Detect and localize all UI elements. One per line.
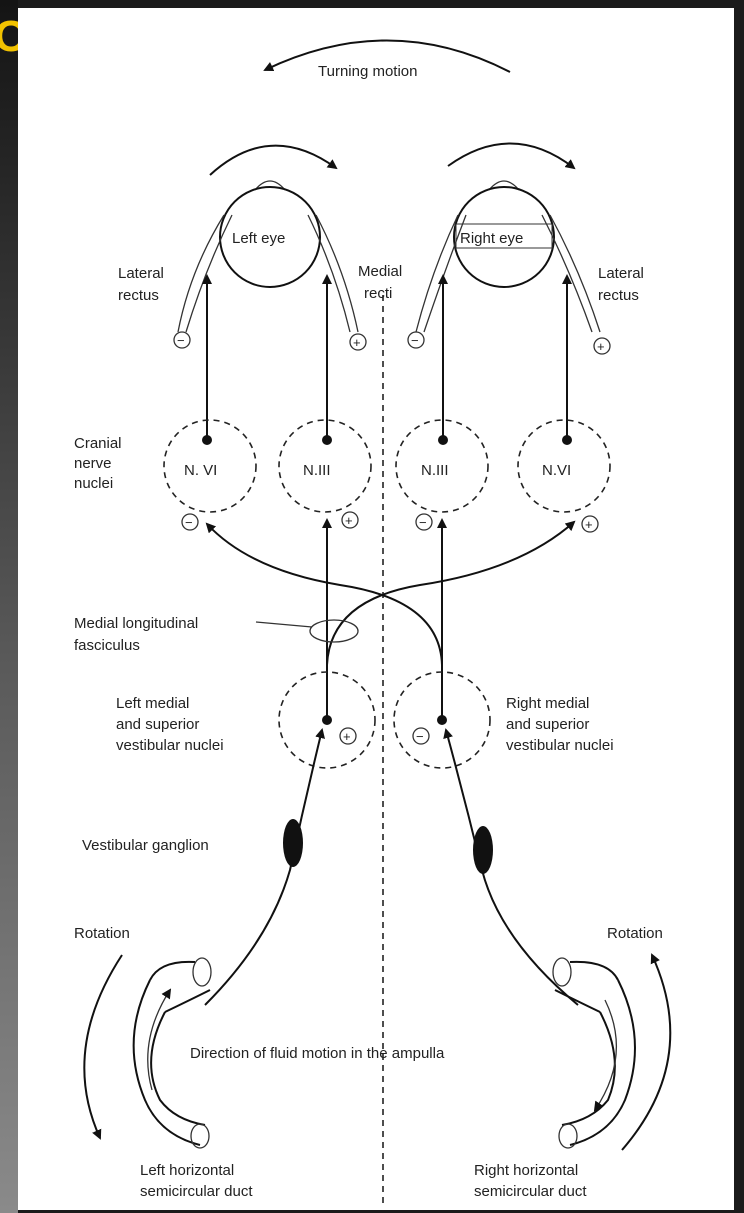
nucleus-signs: − + − + — [182, 512, 598, 532]
rotation-left-arrow — [84, 955, 122, 1138]
medial-recti-label: Medial recti — [358, 263, 406, 302]
left-edge-strip — [0, 0, 18, 1213]
right-eye-rotation-arrow — [448, 143, 574, 168]
nucleus-n-vi-left-label: N. VI — [184, 462, 217, 479]
left-eye-label: Left eye — [232, 230, 285, 247]
right-semicircular-duct — [553, 958, 635, 1148]
svg-text:−: − — [177, 333, 185, 348]
nucleus-n-iii-right-label: N.III — [421, 462, 449, 479]
right-vestibular-sign-text: − — [416, 729, 424, 744]
right-eye-label: Right eye — [460, 230, 523, 247]
left-eye — [178, 181, 358, 332]
svg-text:+: + — [353, 335, 361, 350]
rotation-right-label: Rotation — [607, 925, 663, 942]
svg-text:+: + — [585, 517, 593, 532]
svg-text:+: + — [597, 339, 605, 354]
right-vestibular-nuclei-label: Right medial and superior vestibular nuc… — [506, 695, 614, 754]
svg-text:−: − — [419, 515, 427, 530]
vestibulo-ocular-diagram: Turning motion Left eye Right eye Latera… — [18, 8, 734, 1210]
corner-logo-glyph: O — [0, 14, 18, 60]
fluid-motion-label: Direction of fluid motion in the ampulla — [190, 1045, 445, 1062]
left-eye-rotation-arrow — [210, 146, 336, 175]
cranial-nerve-nuclei-label: Cranial nerve nuclei — [74, 435, 126, 492]
vestibular-ganglion-label: Vestibular ganglion — [82, 837, 209, 854]
left-duct-label: Left horizontal semicircular duct — [140, 1162, 253, 1200]
right-vestibular-node — [437, 715, 447, 725]
mlf-label: Medial longitudinal fasciculus — [74, 615, 202, 654]
left-vestibular-sign-text: + — [343, 729, 351, 744]
mlf-ellipse — [310, 620, 358, 642]
diagram-panel: Turning motion Left eye Right eye Latera… — [18, 8, 734, 1210]
rotation-right-arrow — [622, 955, 670, 1150]
nucleus-n-iii-left-label: N.III — [303, 462, 331, 479]
rotation-left-label: Rotation — [74, 925, 130, 942]
lateral-rectus-left-label: Lateral rectus — [118, 265, 168, 304]
left-vestibular-node — [322, 715, 332, 725]
svg-text:−: − — [185, 515, 193, 530]
left-vestibular-nuclei-label: Left medial and superior vestibular nucl… — [116, 695, 224, 754]
svg-text:+: + — [345, 513, 353, 528]
nucleus-n-vi-right-label: N.VI — [542, 462, 571, 479]
right-duct-label: Right horizontal semicircular duct — [474, 1162, 587, 1200]
left-vestibular-nerve — [205, 730, 322, 1005]
svg-text:−: − — [411, 333, 419, 348]
right-vestibular-nerve — [446, 730, 578, 1005]
muscle-signs: − + − + — [174, 332, 610, 354]
lateral-rectus-right-label: Lateral rectus — [598, 265, 648, 304]
left-vestibular-ganglion — [283, 819, 303, 867]
turning-motion-label: Turning motion — [318, 63, 418, 80]
mlf-leader-line — [256, 622, 312, 627]
right-vestibular-ganglion — [473, 826, 493, 874]
